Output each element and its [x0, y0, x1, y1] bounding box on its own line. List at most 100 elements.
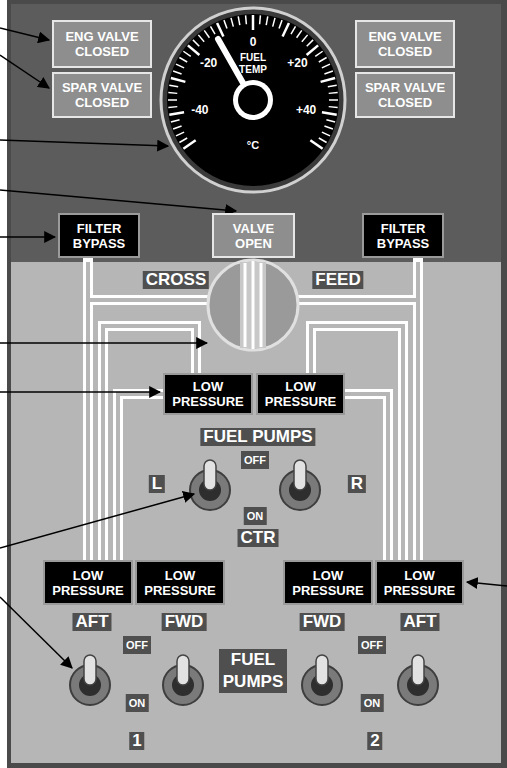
gauge-tick — [179, 58, 187, 63]
gauge-tick — [198, 35, 204, 42]
crossfeed-knob — [208, 260, 298, 350]
panel-label: CTR — [238, 529, 279, 547]
annunciator-light: ENG VALVE CLOSED — [355, 20, 455, 68]
switch-position: ON — [244, 507, 267, 525]
gauge-tick — [315, 51, 322, 56]
gauge-tick — [171, 78, 185, 82]
light-text: LOW PRESSURE — [45, 568, 131, 598]
panel-label: L — [149, 475, 165, 493]
gauge-tick — [231, 18, 233, 27]
light-text: LOW PRESSURE — [165, 379, 251, 409]
warning-light: FILTER BYPASS — [58, 213, 140, 258]
gauge-tick — [176, 64, 184, 68]
panel-label: CROSS — [143, 271, 209, 289]
switch-position: ON — [361, 694, 384, 712]
knob-stripe — [244, 263, 247, 347]
warning-light: LOW PRESSURE — [256, 373, 345, 415]
gauge-face — [167, 14, 339, 186]
light-text: SPAR VALVE CLOSED — [54, 80, 150, 110]
gauge-tick — [204, 30, 209, 37]
gauge-bezel — [161, 8, 345, 192]
warning-light: LOW PRESSURE — [163, 373, 253, 415]
knob-stripe — [252, 261, 255, 349]
callout-leaders — [0, 28, 507, 668]
gauge-number: -20 — [200, 56, 217, 70]
toggle-switch — [190, 460, 230, 510]
gauge-number: 0 — [250, 35, 257, 49]
gauge-tick — [169, 112, 184, 115]
toggle-switch — [398, 655, 438, 705]
leader-line — [0, 597, 72, 668]
gauge-tick — [193, 40, 199, 46]
panel-label: AFT — [400, 613, 439, 631]
gauge-tick — [173, 71, 181, 74]
panel-label: FUEL PUMPS — [219, 649, 287, 693]
gauge-unit: °C — [247, 139, 259, 151]
knob-grip — [240, 262, 266, 348]
gauge-tick — [259, 15, 261, 24]
warning-light: LOW PRESSURE — [375, 560, 464, 605]
leader-line — [0, 28, 49, 40]
gauge-tick — [171, 120, 180, 122]
gauge-hub-center — [238, 85, 268, 115]
gauge-tick — [324, 126, 332, 129]
toggle-switch — [280, 460, 320, 510]
fuel-line-core — [345, 394, 388, 560]
annunciator-light: VALVE OPEN — [212, 213, 295, 258]
gauge-tick — [307, 40, 313, 46]
gauge-tick — [297, 30, 302, 37]
gauge-tick — [188, 45, 199, 55]
gauge-tick — [224, 20, 227, 28]
leader-line — [467, 582, 507, 586]
gauge-ticks — [168, 15, 338, 149]
gauge-tick — [310, 140, 322, 149]
gauge-tick — [319, 138, 327, 143]
gauge-hub — [233, 80, 273, 120]
light-text: SPAR VALVE CLOSED — [357, 80, 453, 110]
light-text: LOW PRESSURE — [377, 568, 462, 598]
light-text: LOW PRESSURE — [137, 568, 223, 598]
warning-light: FILTER BYPASS — [362, 213, 444, 258]
annunciator-light: ENG VALVE CLOSED — [52, 20, 152, 68]
gauge-tick — [173, 126, 181, 129]
gauge-tick — [179, 138, 187, 143]
fuel-line — [103, 326, 196, 560]
switch-position: OFF — [358, 636, 386, 654]
panel-number: 2 — [367, 732, 382, 750]
fuel-lines — [88, 258, 418, 560]
fuel-line-core — [311, 326, 403, 560]
panel-label: FEED — [312, 271, 363, 289]
gauge-tick — [328, 85, 337, 87]
gauge-tick — [211, 26, 216, 34]
light-text: ENG VALVE CLOSED — [357, 29, 453, 59]
gauge-tick — [168, 92, 177, 94]
fuel-line — [345, 394, 388, 560]
gauge-tick — [302, 35, 308, 42]
panel-number: 1 — [129, 732, 144, 750]
gauge-number: +40 — [296, 103, 316, 117]
annunciator-light: SPAR VALVE CLOSED — [52, 72, 152, 118]
light-text: LOW PRESSURE — [258, 379, 343, 409]
panel-label: AFT — [72, 613, 111, 631]
gauge-tick — [329, 106, 338, 108]
gauge-tick — [217, 23, 223, 37]
gauge-tick — [183, 51, 190, 56]
gauge-tick — [322, 64, 330, 68]
toggle-switch — [163, 655, 203, 705]
upper-panel — [11, 4, 501, 262]
warning-light: LOW PRESSURE — [283, 560, 373, 605]
fuel-line-core — [103, 326, 196, 560]
light-text: VALVE OPEN — [214, 221, 293, 251]
gauge-tick — [322, 132, 330, 136]
gauge-tick — [326, 120, 335, 122]
gauge-tick — [321, 78, 335, 82]
switch-position: OFF — [241, 451, 269, 469]
gauge-tick — [176, 132, 184, 136]
knob-stripe — [260, 263, 263, 347]
annunciator-light: SPAR VALVE CLOSED — [355, 72, 455, 118]
leader-line — [0, 55, 49, 88]
leader-line — [0, 140, 168, 146]
gauge-tick — [273, 18, 275, 27]
panel-label: FUEL PUMPS — [200, 428, 315, 446]
gauge-tick — [291, 26, 296, 34]
